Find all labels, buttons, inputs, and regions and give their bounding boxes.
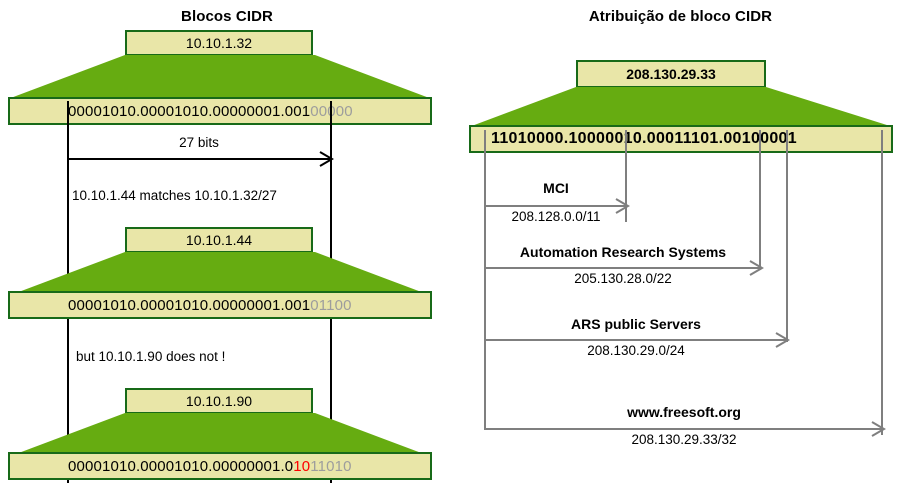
left-panel-title: Blocos CIDR — [181, 8, 273, 25]
allocation-line-1 — [485, 205, 627, 207]
bits-text-3: 00001010.00001010.00000001.01011010 — [10, 458, 352, 475]
allocation-arrowhead-4 — [870, 420, 886, 443]
trapezoid-2 — [8, 252, 432, 300]
bits-box-2: 00001010.00001010.00000001.00101100 — [8, 291, 432, 319]
right-bits-box: 11010000.10000010.00011101.00100001 — [469, 125, 893, 153]
allocation-arrowhead-2 — [748, 259, 764, 282]
bits-text-2: 00001010.00001010.00000001.00101100 — [10, 297, 352, 314]
nomatch-note: but 10.10.1.90 does not ! — [76, 349, 226, 364]
right-panel-title: Atribuição de bloco CIDR — [588, 8, 773, 25]
boundary-line-11 — [484, 130, 486, 430]
boundary-line-32 — [881, 130, 883, 435]
bits-red-3: 10 — [293, 457, 311, 475]
address-label-3: 10.10.1.90 — [185, 393, 253, 409]
address-label-2: 10.10.1.44 — [185, 232, 253, 248]
allocation-cidr-1: 208.128.0.0/11 — [511, 209, 601, 224]
allocation-arrowhead-1 — [614, 197, 630, 220]
address-box-2: 10.10.1.44 — [125, 227, 313, 253]
right-bits-text: 11010000.10000010.00011101.00100001 — [491, 130, 797, 147]
trapezoid-3 — [8, 413, 432, 461]
bits-black-3: 00001010.00001010.00000001.0 — [68, 457, 294, 475]
allocation-name-3: ARS public Servers — [571, 316, 701, 332]
prefix-arrowhead — [318, 150, 334, 173]
address-box-3: 10.10.1.90 — [125, 388, 313, 414]
bits-gray-2: 01100 — [310, 296, 352, 314]
bits-black-2: 00001010.00001010.00000001.001 — [68, 296, 311, 314]
allocation-name-2: Automation Research Systems — [519, 244, 727, 260]
left-panel: Blocos CIDR 10.10.1.32 00001010.00001010… — [8, 8, 432, 483]
allocation-line-4 — [485, 428, 883, 430]
match-note: 10.10.1.44 matches 10.10.1.32/27 — [72, 188, 277, 203]
boundary-line-26 — [786, 130, 788, 342]
allocation-arrowhead-3 — [774, 331, 790, 354]
bits-box-3: 00001010.00001010.00000001.01011010 — [8, 452, 432, 480]
address-box-1: 10.10.1.32 — [125, 30, 313, 56]
allocation-cidr-3: 208.130.29.0/24 — [587, 343, 685, 358]
right-trapezoid — [469, 87, 893, 131]
right-address-label: 208.130.29.33 — [626, 66, 716, 82]
right-address-box: 208.130.29.33 — [576, 60, 766, 88]
bits-black-1: 00001010.00001010.00000001.001 — [68, 102, 311, 120]
allocation-line-3 — [485, 339, 787, 341]
prefix-measure-line — [68, 158, 331, 160]
boundary-line-24 — [759, 130, 761, 270]
bits-text-1: 00001010.00001010.00000001.00100000 — [10, 103, 353, 120]
allocation-cidr-4: 208.130.29.33/32 — [631, 432, 737, 447]
allocation-line-2 — [485, 267, 761, 269]
allocation-name-1: MCI — [543, 180, 569, 196]
address-label-1: 10.10.1.32 — [185, 35, 253, 51]
allocation-name-4: www.freesoft.org — [627, 404, 741, 420]
bits-gray-3: 11010 — [310, 457, 352, 475]
right-panel: Atribuição de bloco CIDR 208.130.29.33 1… — [454, 0, 907, 485]
allocation-cidr-2: 205.130.28.0/22 — [574, 271, 672, 286]
trapezoid-1 — [8, 55, 432, 103]
boundary-line-22 — [625, 130, 627, 222]
bits-box-1: 00001010.00001010.00000001.00100000 — [8, 97, 432, 125]
prefix-length-label: 27 bits — [179, 135, 219, 150]
